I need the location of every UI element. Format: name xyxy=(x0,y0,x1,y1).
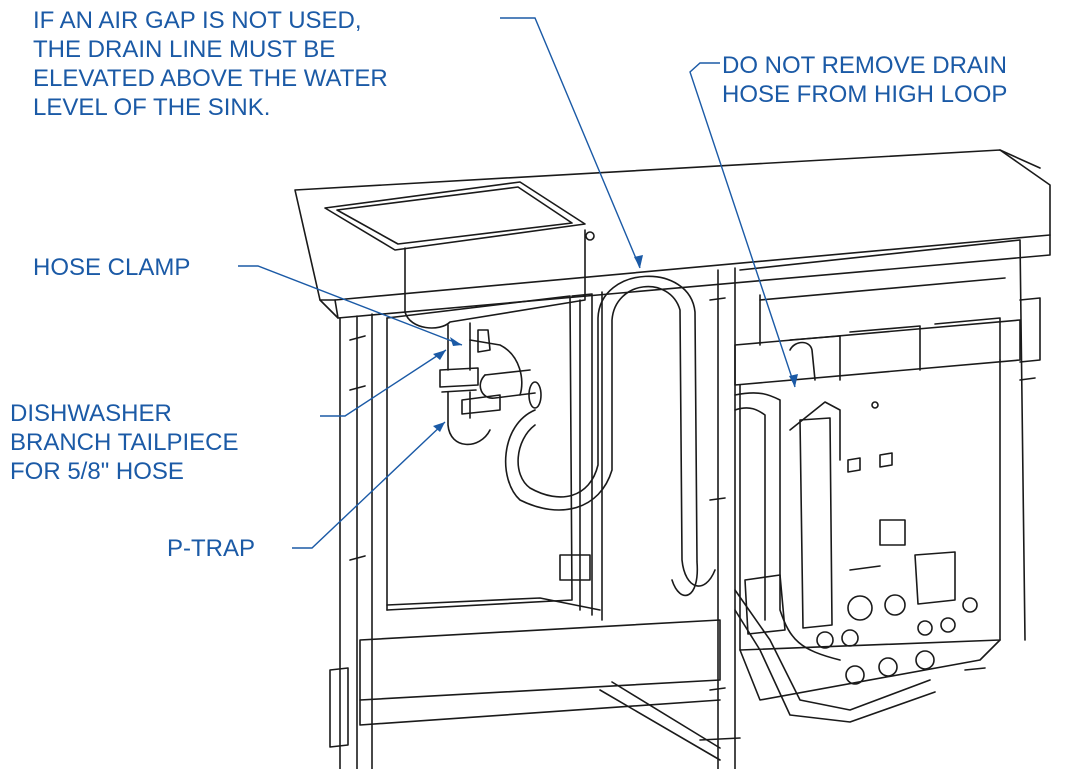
branch-tailpiece-label: DISHWASHER BRANCH TAILPIECE FOR 5/8" HOS… xyxy=(10,400,239,485)
high-loop-leader xyxy=(689,62,796,388)
dishwasher xyxy=(734,239,1041,701)
hose-clamp-label: HOSE CLAMP xyxy=(33,254,191,281)
high-loop-arrow xyxy=(789,374,798,387)
sink xyxy=(324,181,595,329)
high-loop-note: DO NOT REMOVE DRAIN HOSE FROM HIGH LOOP xyxy=(722,52,1008,108)
tailpiece-leader xyxy=(320,349,447,417)
hose-clamp-arrow xyxy=(450,337,462,346)
p-trap-arrow xyxy=(433,422,445,432)
tailpiece-arrow xyxy=(433,350,446,360)
cabinet-interior xyxy=(359,291,721,761)
air-gap-leader xyxy=(500,17,641,269)
leader-lines xyxy=(238,17,796,549)
countertop xyxy=(294,149,1051,319)
drain-hose xyxy=(504,275,936,723)
center-post xyxy=(699,267,741,769)
left-cabinet-frame xyxy=(329,313,388,769)
p-trap-leader xyxy=(292,421,446,549)
p-trap-assembly xyxy=(439,322,542,446)
hose-clamp-leader xyxy=(238,265,463,346)
air-gap-note: IF AN AIR GAP IS NOT USED, THE DRAIN LIN… xyxy=(33,7,388,121)
leader-arrows xyxy=(433,255,798,432)
air-gap-arrow xyxy=(634,255,643,268)
p-trap-label: P-TRAP xyxy=(167,535,256,562)
